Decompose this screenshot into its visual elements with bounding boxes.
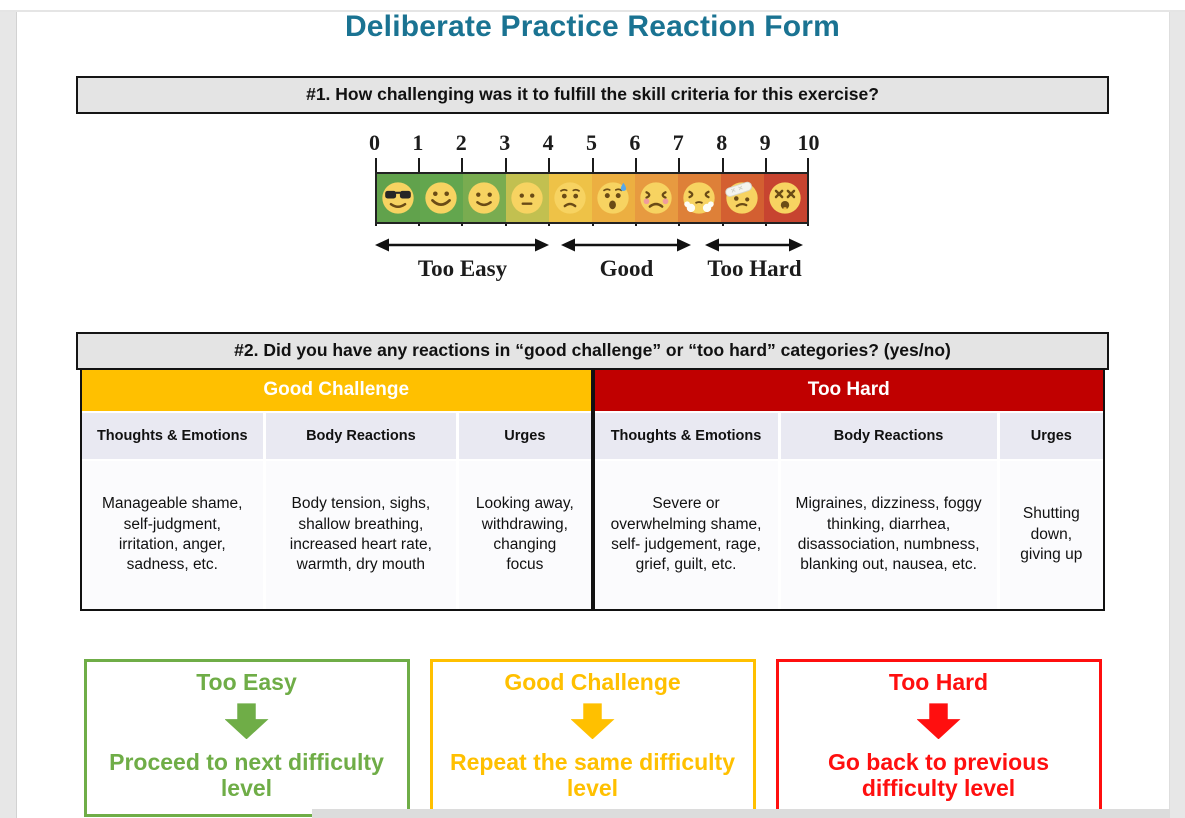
table-cell: Migraines, dizziness, foggy thinking, di… — [780, 461, 997, 609]
scale-segment — [634, 174, 678, 222]
column-header: Body Reactions — [780, 413, 997, 459]
good-range-label: Good — [599, 256, 654, 281]
too-hard-half: Too Hard Thoughts & Emotions Body Reacti… — [590, 370, 1103, 609]
scale-number: 6 — [629, 130, 641, 155]
down-arrow-icon — [916, 703, 961, 740]
hard-cells-row: Severe or overwhelming shame, self- judg… — [594, 461, 1103, 609]
down-arrow-icon — [570, 703, 615, 740]
cool-sunglasses-face-icon — [382, 182, 414, 214]
scale-number: 9 — [759, 130, 771, 155]
scale-number: 0 — [369, 130, 380, 155]
scale-segment — [505, 174, 549, 222]
bandaged-head-face-icon — [725, 181, 758, 214]
neutral-face-icon — [511, 182, 543, 214]
scale-segment — [548, 174, 592, 222]
too-hard-range-arrow-icon — [704, 238, 803, 252]
viewer-top-edge — [0, 10, 1185, 12]
good-cells-row: Manageable shame, self-judgment, irritat… — [82, 461, 591, 609]
column-header: Thoughts & Emotions — [82, 413, 263, 459]
hard-column-headers: Thoughts & Emotions Body Reactions Urges — [594, 413, 1103, 459]
reactions-table: Good Challenge Thoughts & Emotions Body … — [80, 368, 1105, 611]
angry-blush-face-icon — [640, 182, 672, 214]
question1-header: #1. How challenging was it to fulfill th… — [76, 76, 1109, 114]
outcome-action: Go back to previous difficulty level — [827, 749, 1050, 802]
good-challenge-half: Good Challenge Thoughts & Emotions Body … — [82, 370, 591, 609]
good-column-headers: Thoughts & Emotions Body Reactions Urges — [82, 413, 591, 459]
too-hard-range-label: Too Hard — [707, 256, 802, 281]
difficulty-scale: 0 1 2 3 4 5 6 7 8 9 10 — [369, 130, 820, 228]
table-cell: Shutting down, giving up — [999, 461, 1103, 609]
question2-header: #2. Did you have any reactions in “good … — [76, 332, 1109, 370]
table-cell: Body tension, sighs, shallow breathing, … — [265, 461, 457, 609]
scale-number: 4 — [542, 130, 554, 155]
table-cell: Manageable shame, self-judgment, irritat… — [82, 461, 263, 609]
scale-number: 2 — [455, 130, 467, 155]
smile-face-icon — [468, 182, 500, 214]
scale-segment — [677, 174, 721, 222]
dizzy-face-icon — [769, 182, 801, 214]
outcome-action: Proceed to next difficulty level — [109, 749, 384, 802]
scale-range-arrows: Too Easy Good Too Hard — [374, 236, 811, 298]
outcome-action: Repeat the same difficulty level — [449, 749, 736, 802]
column-header: Urges — [999, 413, 1103, 459]
table-cell: Looking away, withdrawing, changing focu… — [459, 461, 591, 609]
scale-segment — [376, 174, 420, 222]
outcome-title: Good Challenge — [504, 669, 681, 695]
scale-segment — [720, 174, 764, 222]
emoji-scale-band — [374, 172, 809, 224]
scale-number: 7 — [672, 130, 684, 155]
anxious-sweat-face-icon — [597, 182, 629, 214]
scale-segment — [763, 174, 807, 222]
column-header: Urges — [459, 413, 591, 459]
down-arrow-icon — [224, 703, 269, 740]
scale-segment — [419, 174, 463, 222]
outcome-title: Too Easy — [196, 669, 297, 695]
outcome-boxes: Too Easy Proceed to next difficulty leve… — [83, 659, 1102, 817]
good-range-arrow-icon — [560, 238, 691, 252]
column-header: Body Reactions — [265, 413, 457, 459]
too-easy-outcome-box: Too Easy Proceed to next difficulty leve… — [83, 659, 410, 817]
outcome-title: Too Hard — [888, 669, 989, 695]
too-easy-range-label: Too Easy — [417, 256, 508, 281]
too-easy-range-arrow-icon — [374, 238, 549, 252]
good-challenge-title: Good Challenge — [82, 370, 591, 411]
scale-number: 3 — [499, 130, 511, 155]
big-smile-face-icon — [425, 182, 457, 214]
good-challenge-outcome-box: Good Challenge Repeat the same difficult… — [429, 659, 756, 817]
scale-number: 8 — [716, 130, 728, 155]
viewer-left-margin — [0, 10, 17, 818]
too-hard-outcome-box: Too Hard Go back to previous difficulty … — [775, 659, 1102, 817]
page-title: Deliberate Practice Reaction Form — [344, 10, 841, 43]
table-cell: Severe or overwhelming shame, self- judg… — [594, 461, 778, 609]
page-break-strip — [312, 809, 1170, 818]
steam-nose-face-icon — [683, 182, 715, 214]
scale-number: 10 — [797, 130, 820, 155]
scale-number: 5 — [586, 130, 597, 155]
scale-segment — [591, 174, 635, 222]
viewer-right-margin — [1169, 10, 1185, 818]
column-header: Thoughts & Emotions — [594, 413, 778, 459]
worried-face-icon — [554, 182, 586, 214]
scale-segment — [462, 174, 506, 222]
scale-number: 1 — [412, 130, 424, 155]
too-hard-title: Too Hard — [594, 370, 1103, 411]
